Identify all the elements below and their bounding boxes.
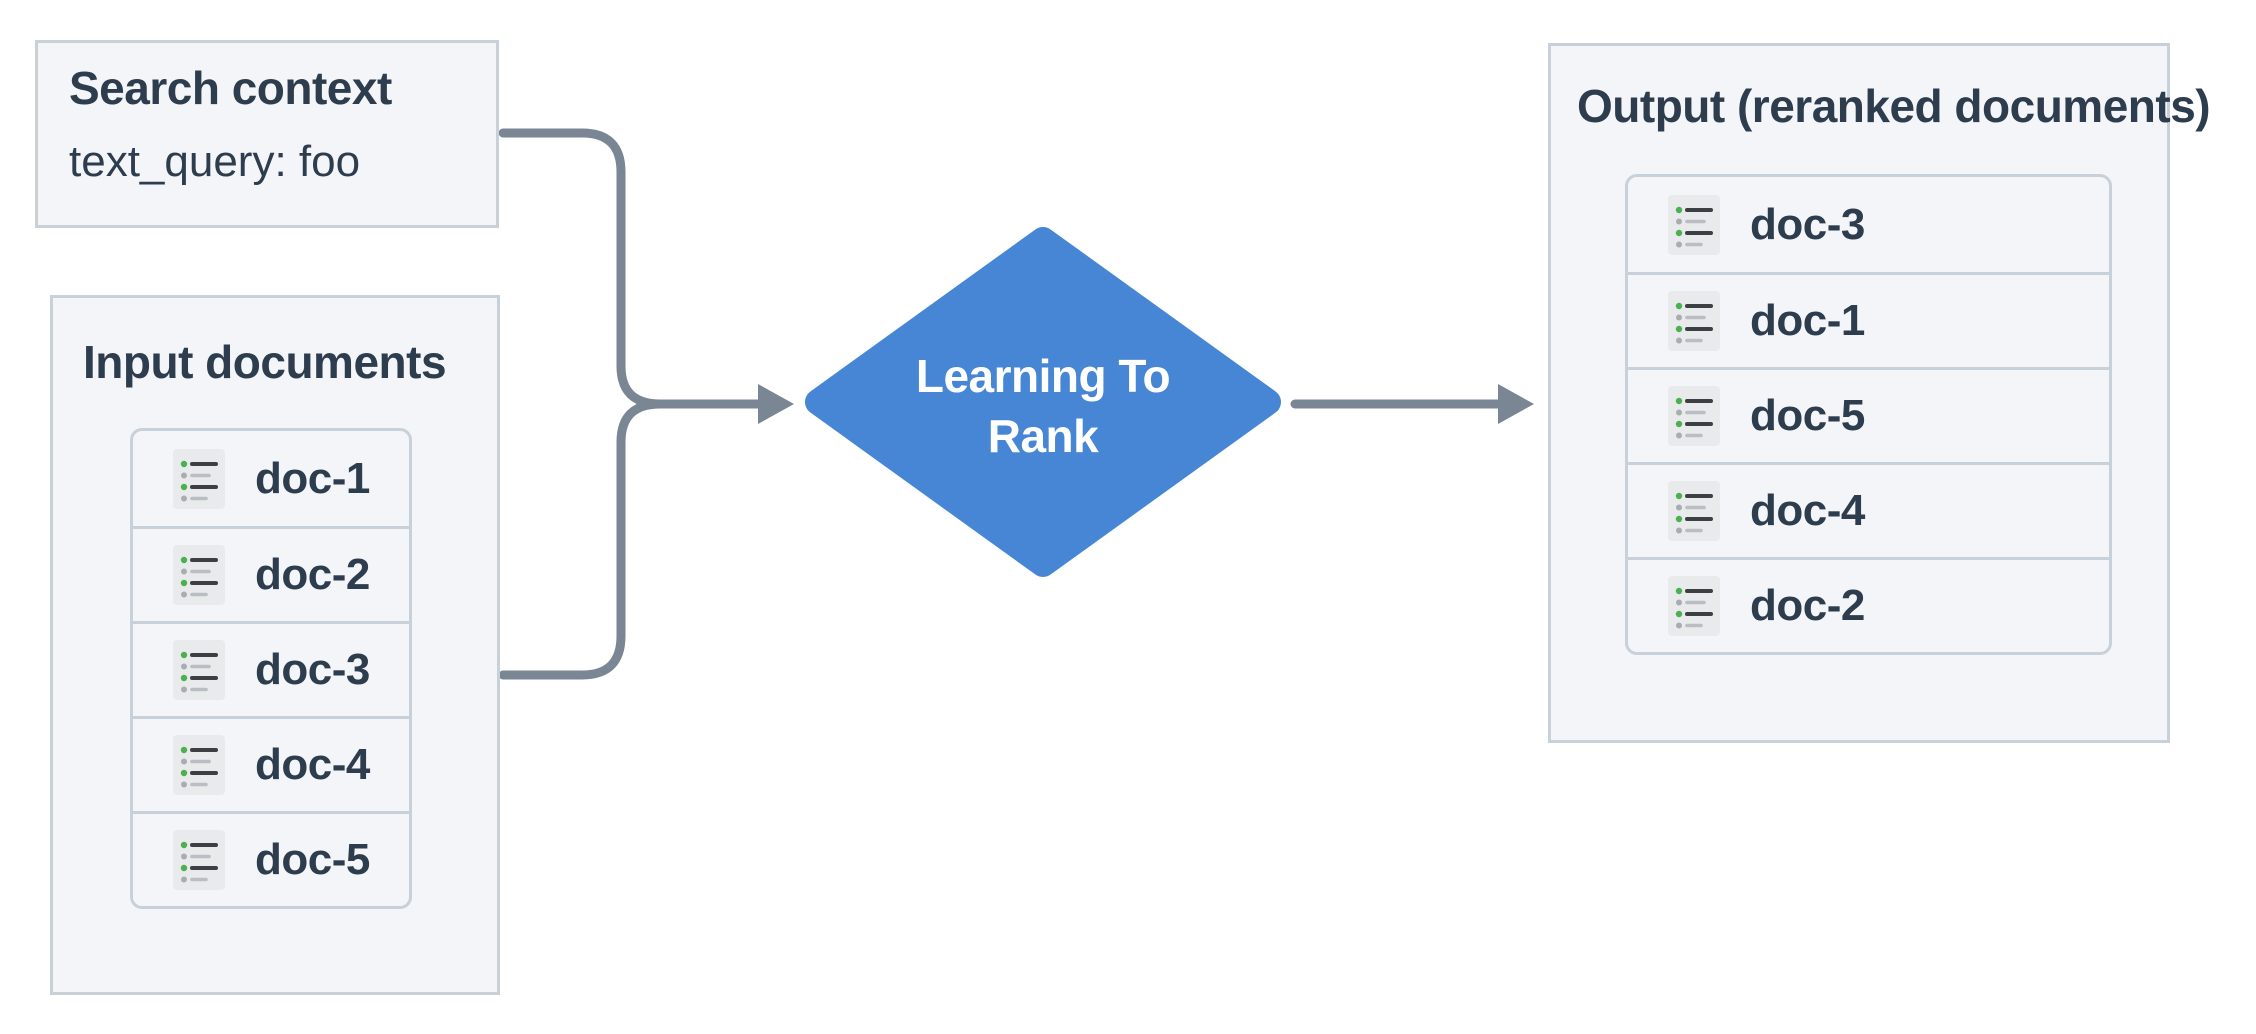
arrowhead-into-process-icon <box>758 384 794 424</box>
doc-item: doc-4 <box>1628 462 2109 557</box>
doc-label: doc-3 <box>255 645 370 694</box>
list-document-icon <box>173 640 225 700</box>
doc-item: doc-2 <box>1628 557 2109 652</box>
input-documents-title: Input documents <box>83 336 447 388</box>
doc-item: doc-3 <box>1628 177 2109 272</box>
process-label-line2: Rank <box>987 410 1099 462</box>
process-label-line1: Learning To <box>915 350 1171 402</box>
doc-label: doc-4 <box>255 740 370 789</box>
doc-item: doc-2 <box>133 526 409 621</box>
process-diamond-label: Learning To Rank <box>843 346 1243 466</box>
output-documents-title: Output (reranked documents) <box>1577 80 2211 132</box>
input-documents-list: doc-1 doc-2 doc-3 <box>130 428 412 909</box>
doc-label: doc-4 <box>1750 486 1865 535</box>
search-context-query: text_query: foo <box>69 137 361 186</box>
doc-label: doc-5 <box>1750 391 1865 440</box>
doc-label: doc-1 <box>255 453 370 503</box>
list-document-icon <box>1668 386 1720 446</box>
list-document-icon <box>1668 576 1720 636</box>
list-document-icon <box>1668 481 1720 541</box>
doc-item: doc-1 <box>1628 272 2109 367</box>
doc-item: doc-4 <box>133 716 409 811</box>
list-document-icon <box>173 545 225 605</box>
list-document-icon <box>173 735 225 795</box>
doc-item: doc-5 <box>1628 367 2109 462</box>
doc-label: doc-5 <box>255 835 370 884</box>
doc-label: doc-2 <box>255 550 370 599</box>
doc-label: doc-2 <box>1750 581 1865 630</box>
output-documents-list: doc-3 doc-1 doc-5 <box>1625 174 2112 655</box>
list-document-icon <box>1668 194 1720 255</box>
arrowhead-into-output-icon <box>1498 384 1534 424</box>
list-document-icon <box>173 448 225 509</box>
doc-item: doc-3 <box>133 621 409 716</box>
doc-item: doc-5 <box>133 811 409 906</box>
doc-label: doc-3 <box>1750 199 1865 249</box>
list-document-icon <box>173 830 225 890</box>
search-context-box: Search context text_query: foo <box>35 40 499 228</box>
list-document-icon <box>1668 291 1720 351</box>
connector-inputs-to-process <box>498 399 665 680</box>
process-diamond-shape <box>805 227 1281 577</box>
doc-item: doc-1 <box>133 431 409 526</box>
search-context-title: Search context <box>69 62 392 114</box>
doc-label: doc-1 <box>1750 296 1865 345</box>
connector-search-to-process <box>498 128 763 409</box>
